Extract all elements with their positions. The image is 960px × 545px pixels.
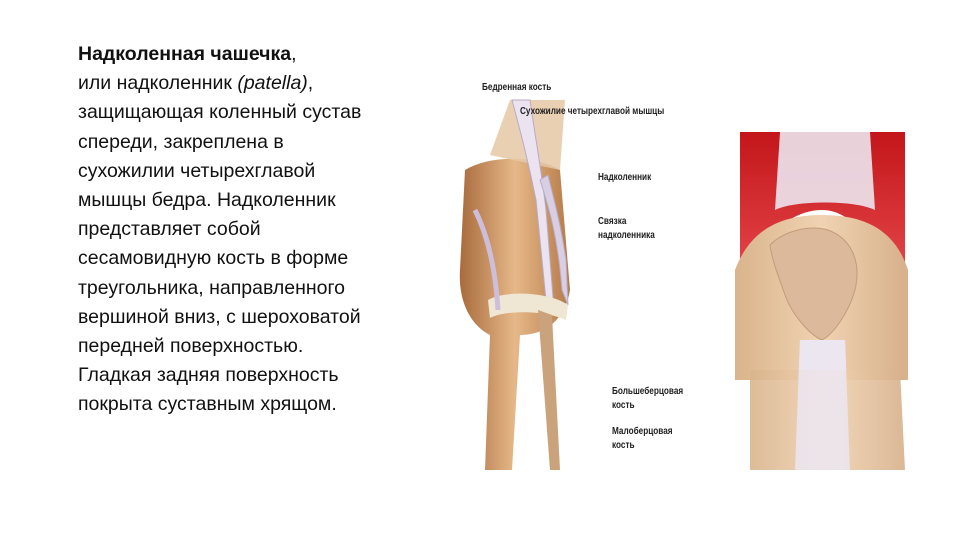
term-title: Надколенная чашечка xyxy=(78,43,291,65)
description-body: защищающая коленный сустав спереди, закр… xyxy=(78,101,361,415)
description-text: Надколенная чашечка, или надколенник (pa… xyxy=(78,40,378,420)
label-femur: Бедренная кость xyxy=(482,82,551,94)
label-fibula-2: кость xyxy=(612,440,635,452)
alt-name: или надколенник xyxy=(78,72,237,94)
punctuation: , xyxy=(308,72,313,94)
knee-anatomy-figure: Бедренная кость Сухожилие четырехглавой … xyxy=(450,60,960,540)
knee-illustration xyxy=(450,60,960,540)
label-patella: Надколенник xyxy=(598,172,651,184)
label-fibula-1: Малоберцовая xyxy=(612,426,673,438)
side-view-knee xyxy=(460,100,570,470)
punctuation: , xyxy=(291,43,296,65)
label-quad-tendon: Сухожилие четырехглавой мышцы xyxy=(520,106,664,118)
label-patellar-ligament-1: Связка xyxy=(598,216,626,228)
label-tibia-2: кость xyxy=(612,400,635,412)
latin-term: (patella) xyxy=(237,72,307,94)
front-view-knee xyxy=(735,132,908,470)
label-tibia-1: Большеберцовая xyxy=(612,386,683,398)
label-patellar-ligament-2: надколенника xyxy=(598,230,655,242)
